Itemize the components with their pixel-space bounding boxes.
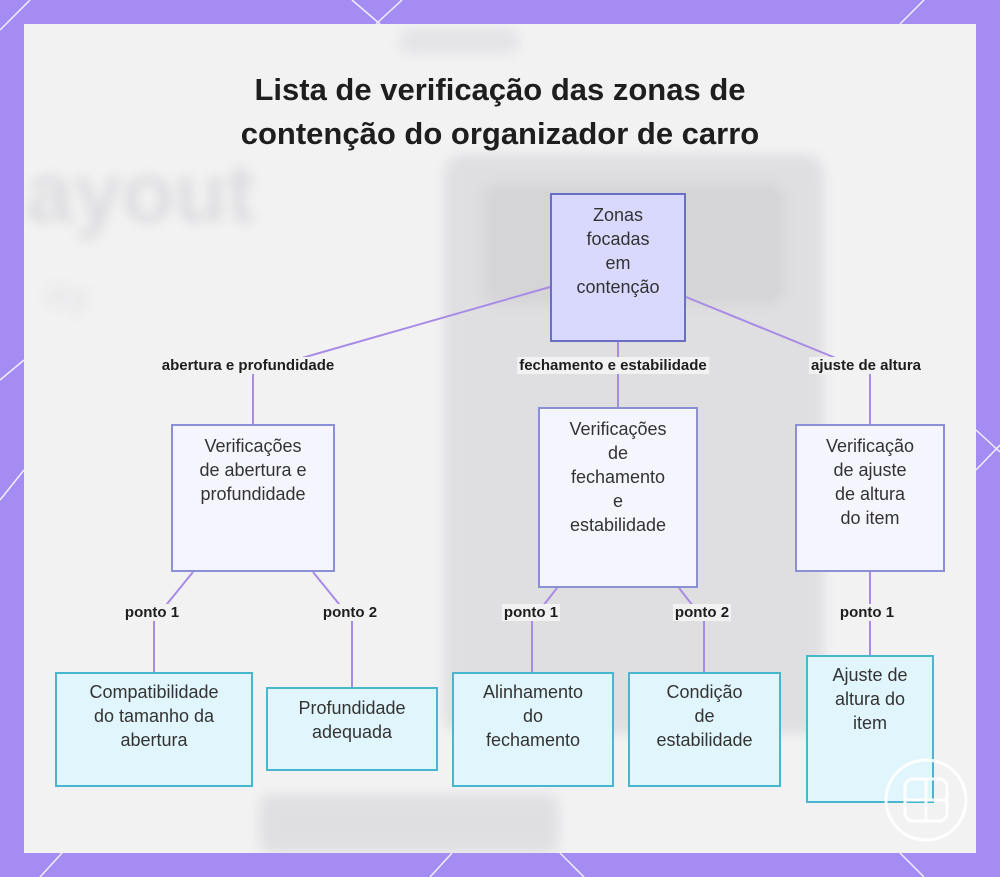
edge-opening-size xyxy=(153,571,194,672)
node-opening-checks: Verificações de abertura e profundidade xyxy=(171,424,335,572)
edge-label-point: ponto 1 xyxy=(837,604,897,621)
grid-logo-icon xyxy=(884,758,968,842)
edge-label-point: ponto 1 xyxy=(501,604,561,621)
edge-opening-depth xyxy=(312,571,353,687)
node-size-compat: Compatibilidade do tamanho da abertura xyxy=(55,672,253,787)
node-root: Zonas focadas em contenção xyxy=(550,193,686,342)
edge-label-point: ponto 2 xyxy=(320,604,380,621)
edge-label-height: ajuste de altura xyxy=(808,357,924,374)
node-closure-align: Alinhamento do fechamento xyxy=(452,672,614,787)
edge-label-point: ponto 1 xyxy=(122,604,182,621)
node-depth: Profundidade adequada xyxy=(266,687,438,771)
edge-label-closing: fechamento e estabilidade xyxy=(517,357,709,374)
edge-label-point: ponto 2 xyxy=(672,604,732,621)
edge-closing-stability xyxy=(678,587,705,672)
edge-label-opening: abertura e profundidade xyxy=(159,357,337,374)
node-height-check: Verificação de ajuste de altura do item xyxy=(795,424,945,572)
node-closing-checks: Verificações de fechamento e estabilidad… xyxy=(538,407,698,588)
diagram-title: Lista de verificação das zonas de conten… xyxy=(240,72,760,151)
edge-root-opening xyxy=(252,286,551,424)
node-stability: Condição de estabilidade xyxy=(628,672,781,787)
edge-closing-align xyxy=(531,587,558,672)
